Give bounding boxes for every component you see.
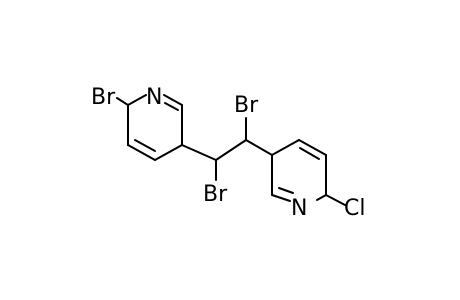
bond-c5-c4	[154, 144, 183, 161]
bond-c6-n	[316, 194, 327, 201]
bond-c3-c4	[271, 139, 300, 156]
atom-label-n-right: N	[291, 196, 307, 221]
atom-label-cl: Cl	[344, 196, 365, 221]
bond-n-c6	[163, 94, 183, 106]
atom-label-n-left: N	[146, 85, 162, 110]
bond-c4-c5-inner	[299, 147, 320, 160]
ethane-bridge	[181, 117, 273, 181]
bond-n-c6-inner	[164, 102, 179, 111]
bond-ca-cb	[215, 139, 247, 161]
bond-c6-cl	[325, 194, 346, 206]
bond-c2-n	[127, 94, 147, 106]
bond-cb-ring	[245, 139, 273, 156]
bond-ring-ca	[181, 144, 217, 161]
atom-label-br-top: Br	[234, 93, 259, 118]
bond-c4-c3	[127, 144, 156, 161]
bond-c4-c5	[298, 139, 327, 156]
atom-label-br-bottom: Br	[203, 182, 228, 207]
bond-n-c2	[271, 194, 291, 202]
bond-c2-br	[116, 97, 129, 106]
bond-c4-c3-inner	[134, 139, 156, 152]
left-pyridine-ring	[116, 94, 183, 161]
bond-n-c2-inner	[278, 187, 294, 194]
right-pyridine-ring	[271, 139, 346, 206]
atom-label-br-ring: Br	[91, 85, 116, 110]
